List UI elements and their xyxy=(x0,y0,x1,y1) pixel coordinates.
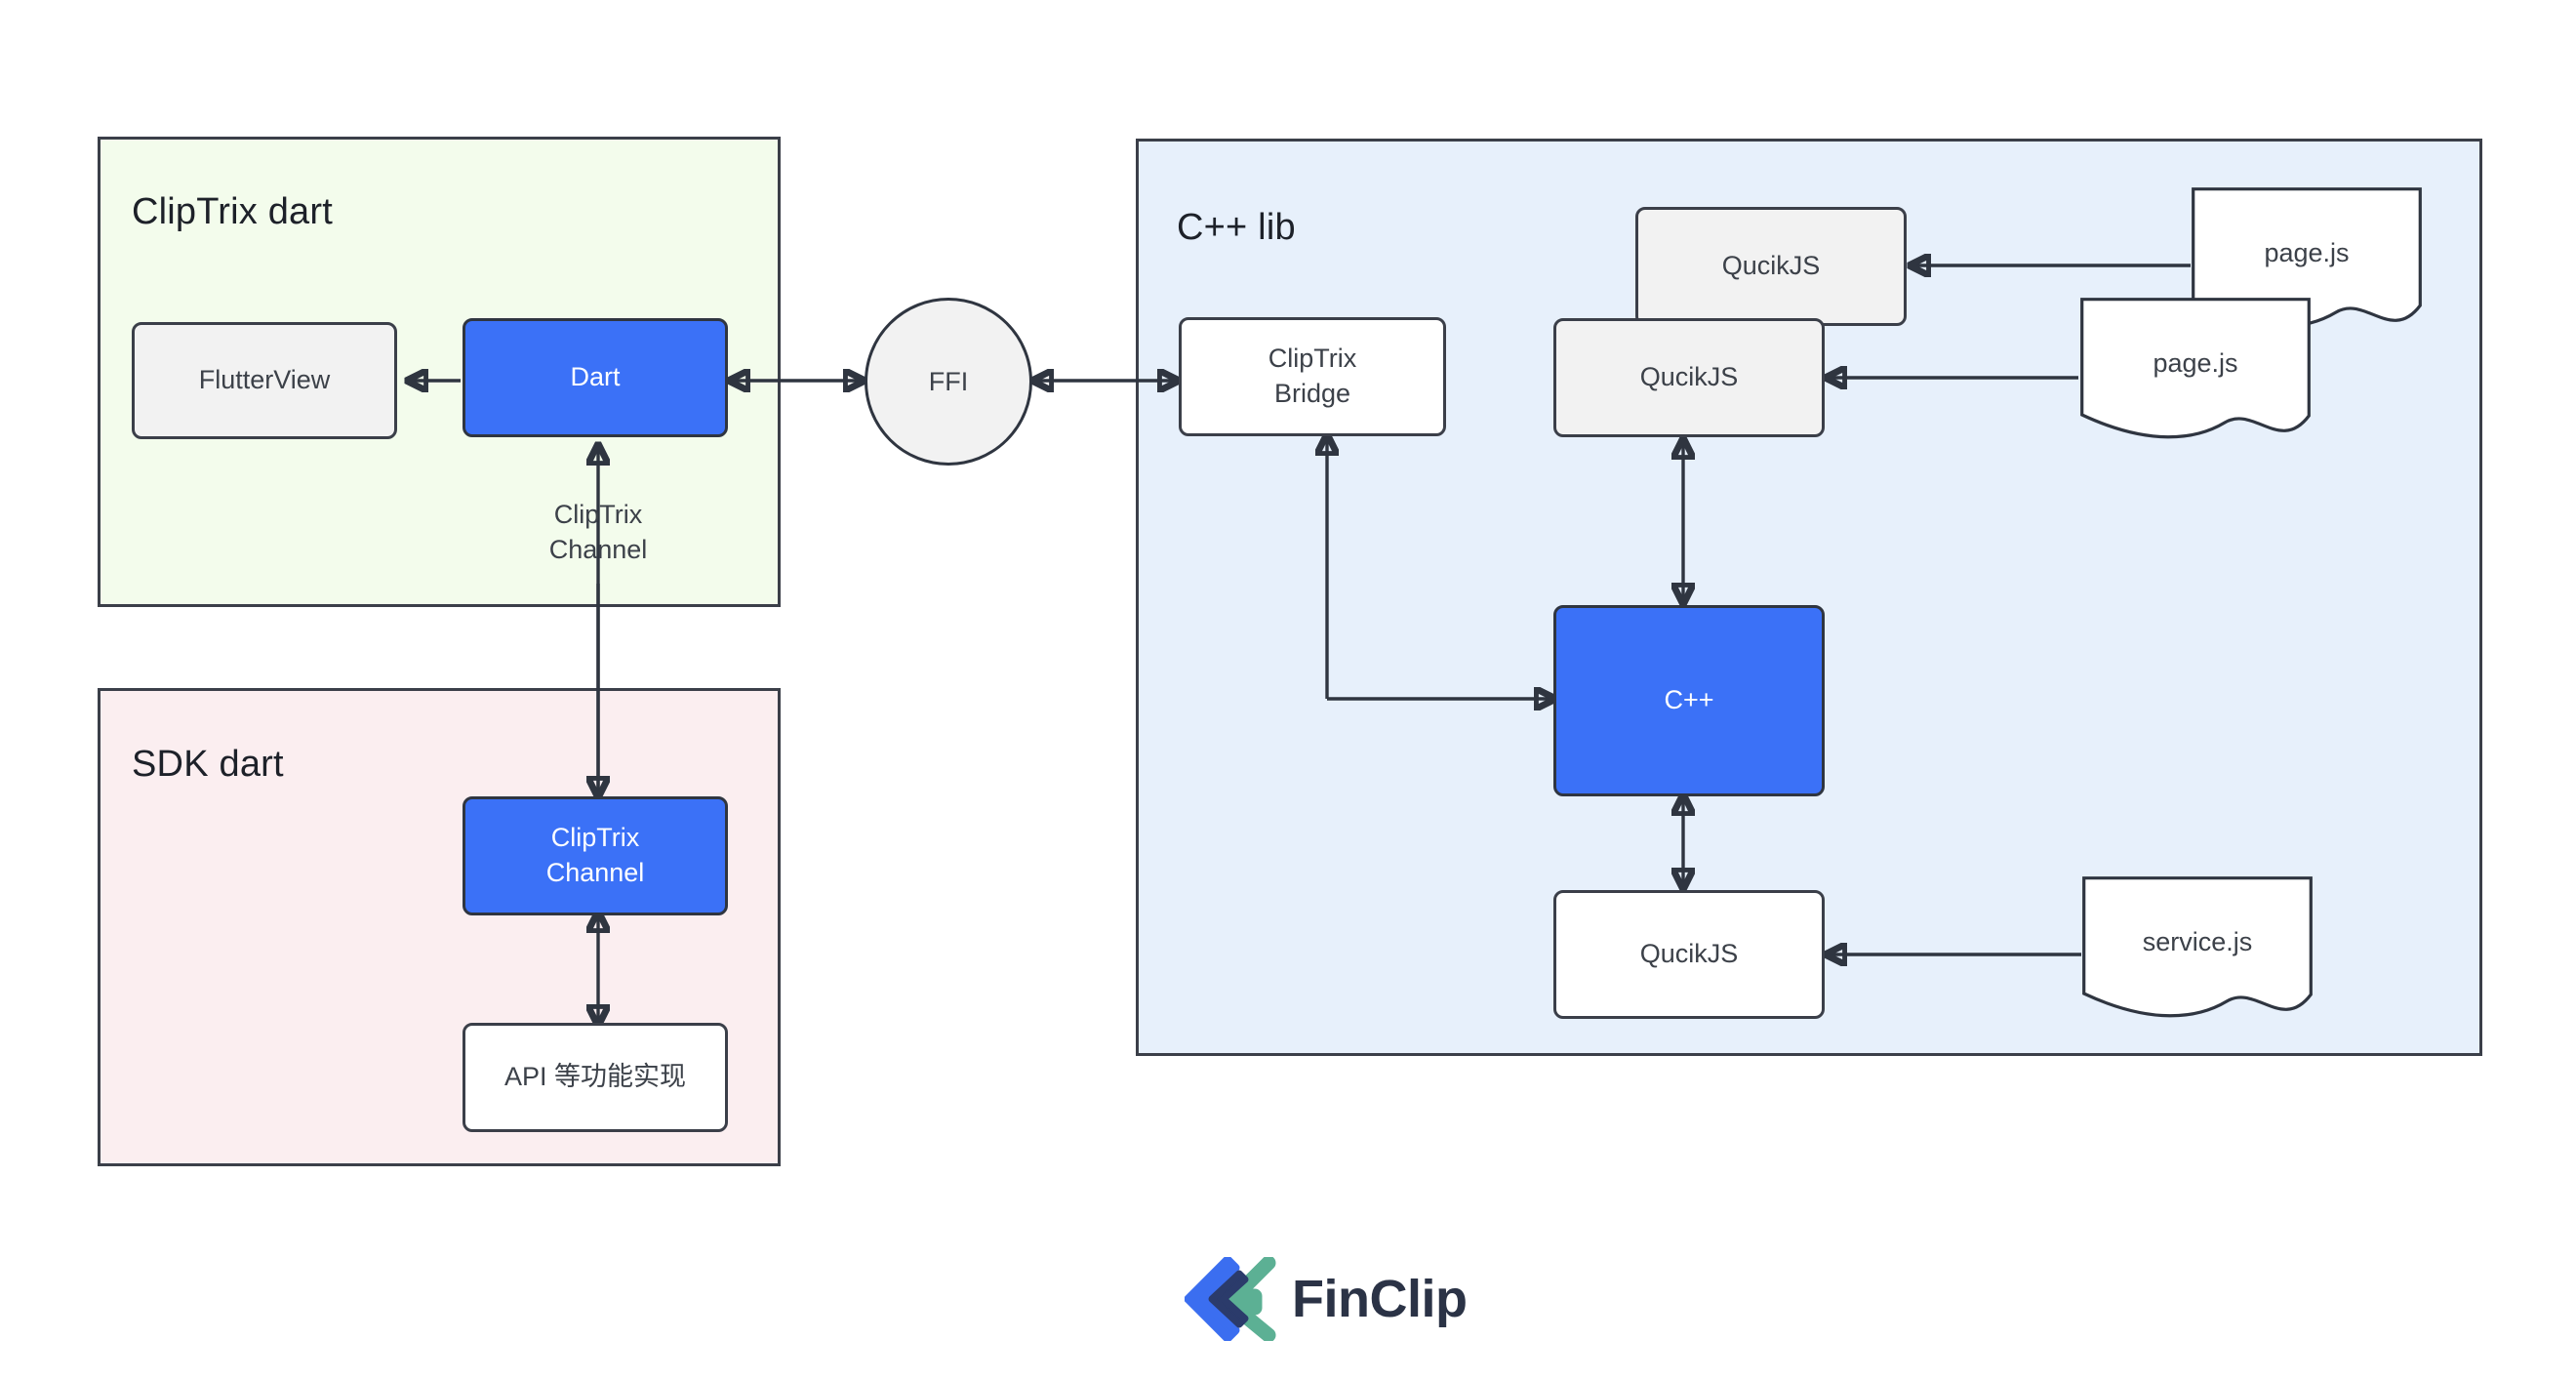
node-api-impl[interactable]: API 等功能实现 xyxy=(463,1023,728,1132)
node-flutterview[interactable]: FlutterView xyxy=(132,322,397,439)
node-qucikjs-front[interactable]: QucikJS xyxy=(1553,318,1825,437)
node-dart[interactable]: Dart xyxy=(463,318,728,437)
group-title-cpp-lib: C++ lib xyxy=(1177,207,1296,248)
node-qucikjs-back[interactable]: QucikJS xyxy=(1635,207,1907,326)
node-qucikjs-bottom[interactable]: QucikJS xyxy=(1553,890,1825,1019)
finclip-logo-mark xyxy=(1184,1255,1278,1343)
doc-page-js-front[interactable]: page.js xyxy=(2080,298,2311,442)
edge-label-cliptrix-channel: ClipTrix Channel xyxy=(548,500,648,564)
node-cpp[interactable]: C++ xyxy=(1553,605,1825,796)
node-ffi[interactable]: FFI xyxy=(865,298,1032,466)
finclip-wordmark: FinClip xyxy=(1292,1270,1468,1328)
group-title-sdk-dart: SDK dart xyxy=(132,744,284,785)
finclip-logo: FinClip xyxy=(1184,1255,1468,1343)
doc-service-js[interactable]: service.js xyxy=(2082,876,2313,1021)
node-cliptrix-bridge[interactable]: ClipTrix Bridge xyxy=(1179,317,1446,436)
node-sdk-cliptrix-channel[interactable]: ClipTrix Channel xyxy=(463,796,728,915)
group-title-cliptrix-dart: ClipTrix dart xyxy=(132,191,333,232)
